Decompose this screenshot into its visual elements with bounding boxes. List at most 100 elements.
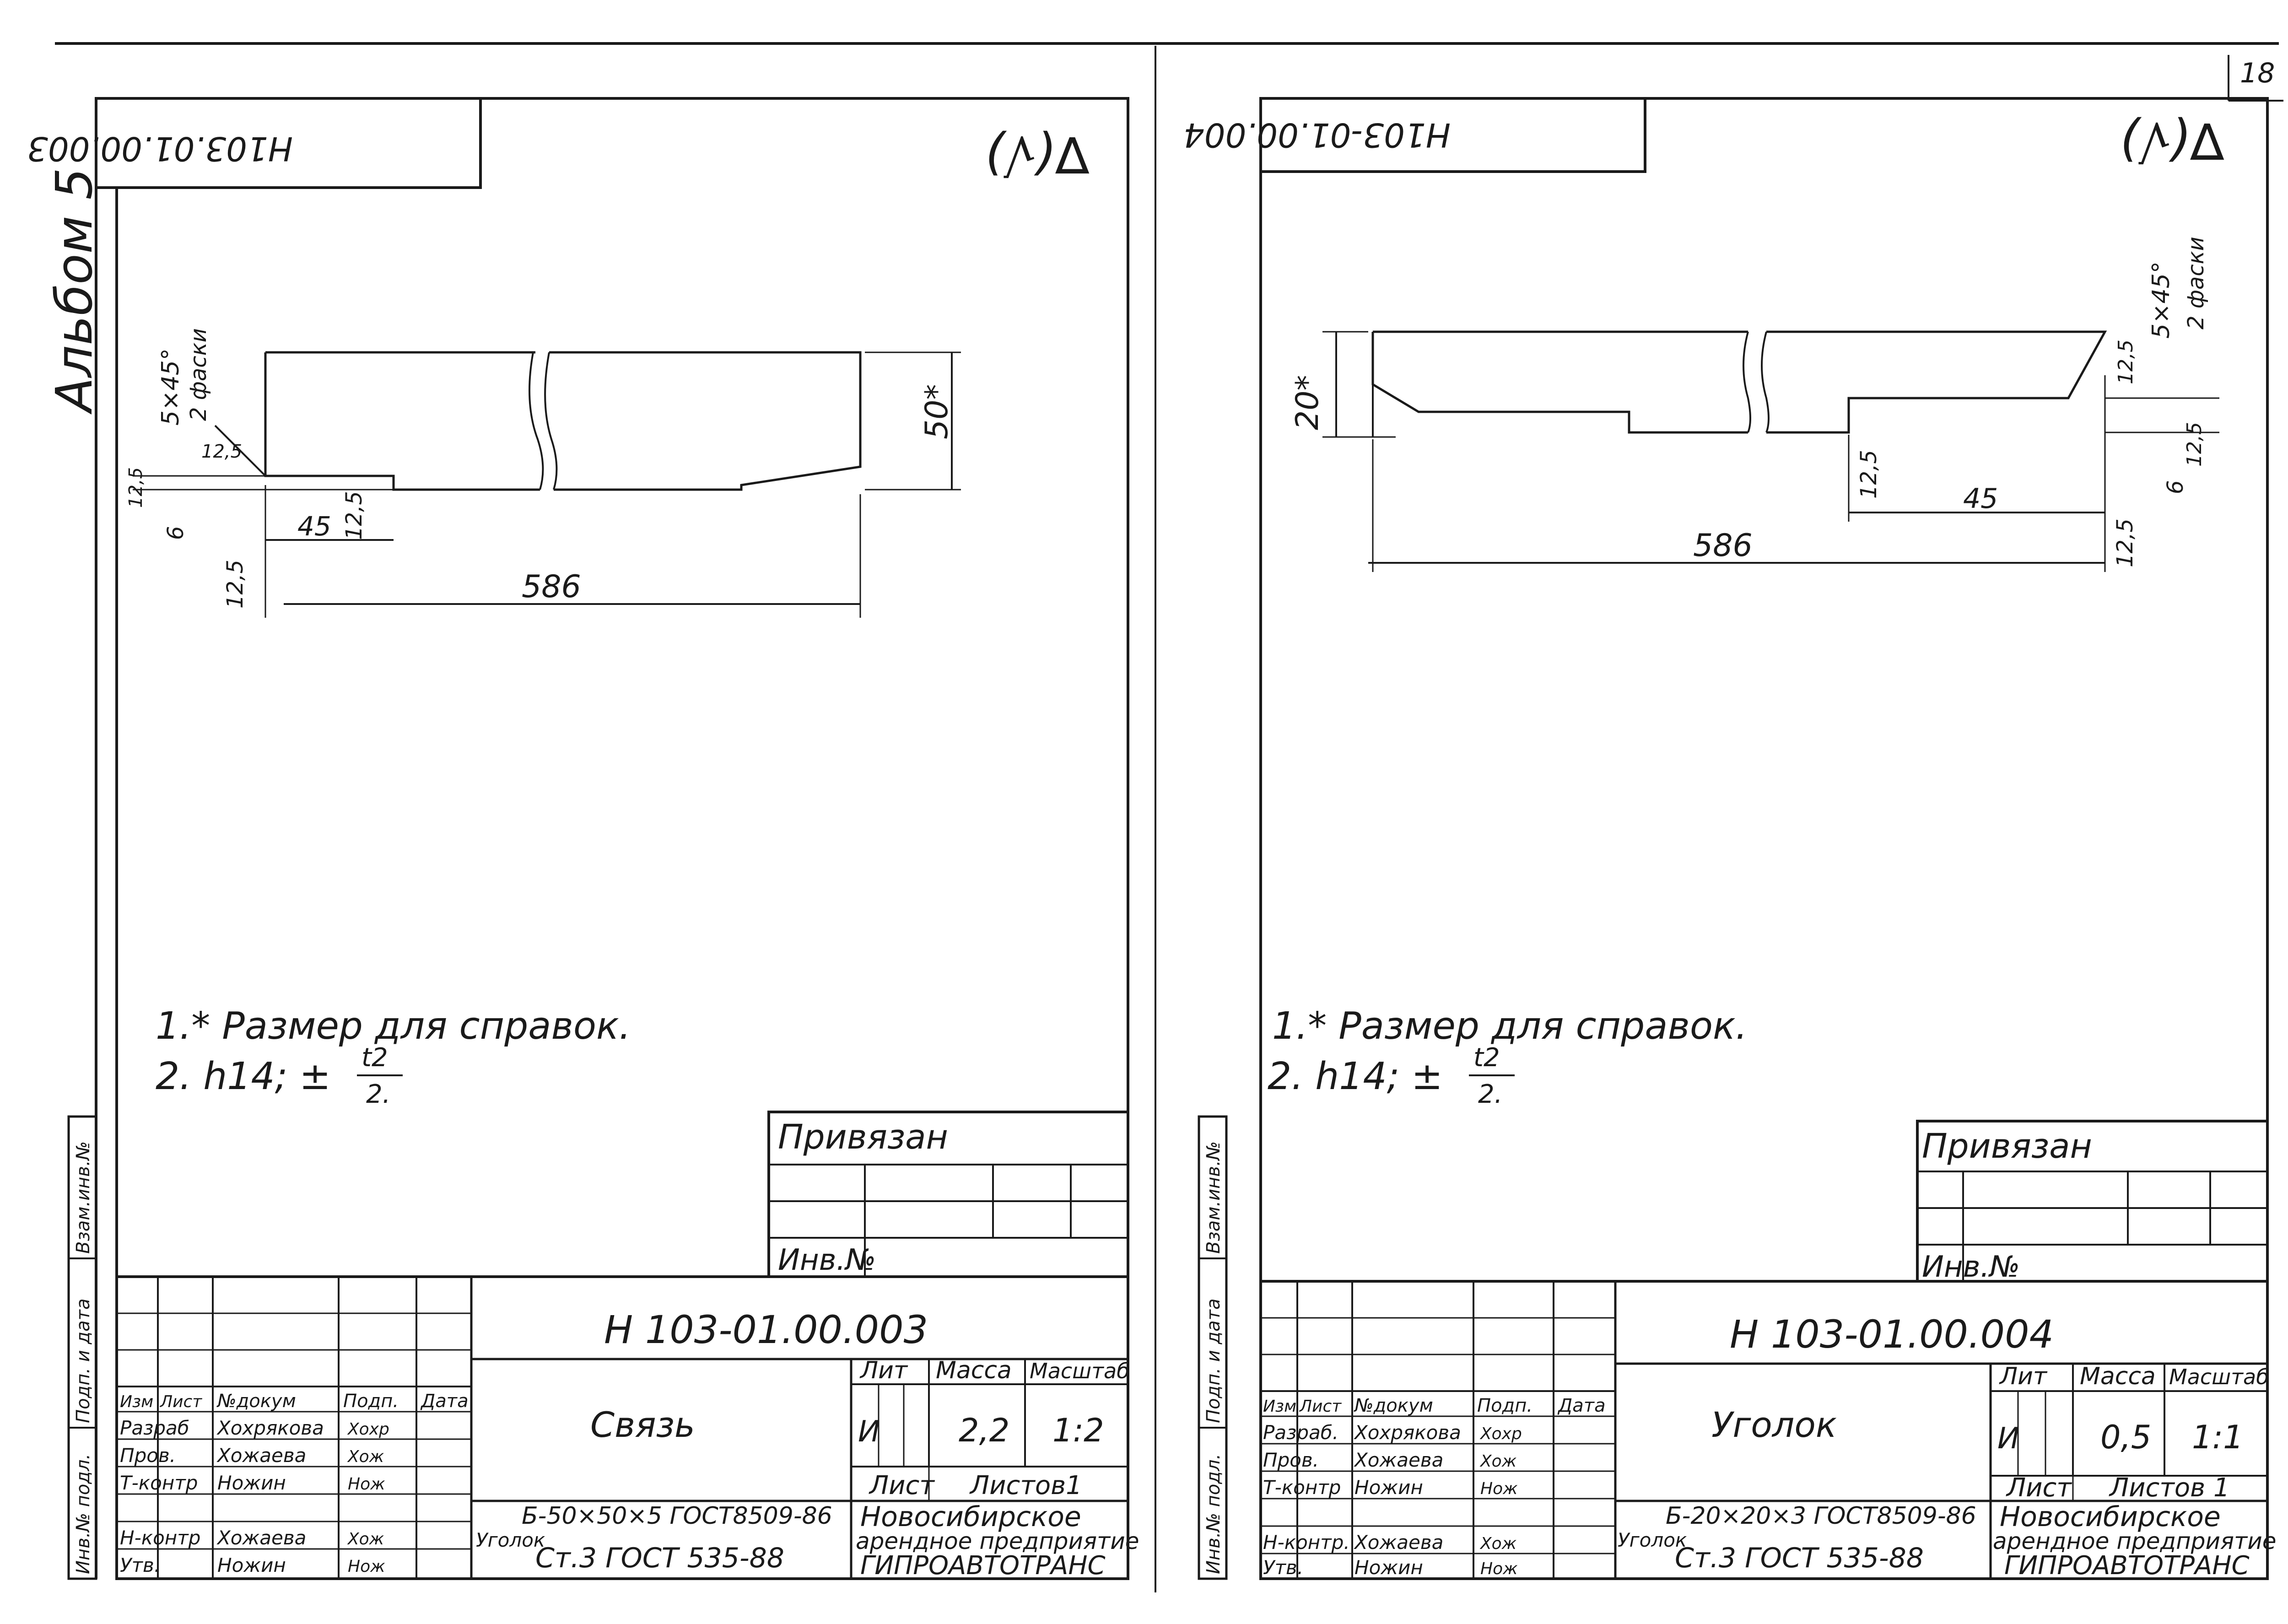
org2-1: арендное предприятие bbox=[856, 1528, 1139, 1554]
roughness-1: ∇(√) bbox=[984, 125, 1090, 184]
dim-length-1: 586 bbox=[522, 569, 581, 605]
role-2-1: Т-контр bbox=[120, 1472, 198, 1494]
name-0-1: Хохрякова bbox=[216, 1417, 324, 1439]
sign-0-2: Хохр bbox=[1479, 1424, 1522, 1443]
note-frac-num-1: t2 bbox=[362, 1043, 388, 1073]
side-vzam-1: Взам.инв.№ bbox=[73, 1141, 94, 1254]
material-line1-2: Б-20×20×3 ГОСТ8509-86 bbox=[1666, 1502, 1976, 1530]
role-5-2: Утв. bbox=[1263, 1556, 1303, 1579]
note-1-1: 1.* Размер для справок. bbox=[156, 1004, 631, 1048]
dim-seg-2: 45 bbox=[1963, 483, 1998, 515]
hdr-date-2: Дата bbox=[1557, 1395, 1606, 1416]
privyazan-1: Привязан bbox=[778, 1117, 948, 1157]
hdr-izm-2: Изм bbox=[1263, 1397, 1296, 1416]
page-number: 18 bbox=[2240, 57, 2275, 89]
material-prefix-2: Уголок bbox=[1618, 1529, 1687, 1551]
part-drawing-2 bbox=[1322, 330, 2219, 572]
mass-2: 0,5 bbox=[2100, 1419, 2151, 1456]
dim-r1-1: 12,5 bbox=[341, 491, 367, 540]
title-1: Связь bbox=[590, 1404, 695, 1445]
code-1: Н 103-01.00.003 bbox=[604, 1307, 928, 1352]
title-2: Уголок bbox=[1711, 1404, 1837, 1445]
mass-label-1: Масса bbox=[936, 1357, 1012, 1384]
sheet-2: Н103-01.00.004 ∇(√) 20* 586 45 12,5 12,5… bbox=[1183, 97, 2276, 1581]
name-4-1: Хожаева bbox=[216, 1527, 306, 1549]
lit-label-1: Лит bbox=[859, 1357, 908, 1384]
sign-4-1: Хож bbox=[347, 1530, 384, 1548]
material-line2-1: Ст.3 ГОСТ 535-88 bbox=[535, 1542, 784, 1574]
chamfer-note-1: 2 фаски bbox=[186, 328, 211, 421]
sign-5-1: Нож bbox=[348, 1557, 385, 1576]
name-5-1: Ножин bbox=[217, 1554, 286, 1576]
lit-value-1: И bbox=[858, 1415, 880, 1449]
material-line2-2: Ст.3 ГОСТ 535-88 bbox=[1675, 1542, 1924, 1574]
sheets-label-1: Листов1 bbox=[969, 1471, 1082, 1500]
note-2-1: 2. h14; ± bbox=[156, 1055, 331, 1098]
note-frac-den-1: 2. bbox=[366, 1079, 390, 1109]
hdr-izm-1: Изм bbox=[120, 1392, 153, 1411]
org1-2: Новосибирское bbox=[2000, 1501, 2221, 1533]
dim-r3-2: 12,5 bbox=[2183, 422, 2206, 467]
mass-1: 2,2 bbox=[959, 1412, 1009, 1449]
name-2-2: Ножин bbox=[1354, 1476, 1423, 1499]
dim-left-2: 12,5 bbox=[2114, 340, 2137, 384]
dim-length-2: 586 bbox=[1693, 528, 1753, 564]
sign-1-1: Хож bbox=[347, 1447, 384, 1466]
dim-seg-1: 45 bbox=[297, 511, 331, 542]
hdr-list-2: Лист bbox=[1299, 1397, 1342, 1416]
org3-1: ГИПРОАВТОТРАНС bbox=[860, 1551, 1106, 1581]
role-2-2: Т-контр bbox=[1263, 1476, 1341, 1499]
sheets-label-2: Листов 1 bbox=[2109, 1473, 2230, 1503]
inv-no-2: Инв.№ bbox=[1922, 1250, 2020, 1284]
dim-height-1: 50* bbox=[919, 384, 955, 439]
role-0-2: Разраб. bbox=[1263, 1421, 1338, 1444]
roughness-2: ∇(√) bbox=[2119, 112, 2224, 170]
name-0-2: Хохрякова bbox=[1354, 1421, 1461, 1444]
side-vzam-2: Взам.инв.№ bbox=[1203, 1141, 1224, 1254]
org1-1: Новосибирское bbox=[860, 1501, 1081, 1533]
stamp-code-2: Н103-01.00.004 bbox=[1183, 116, 1451, 154]
role-1-2: Пров. bbox=[1263, 1449, 1319, 1471]
role-4-2: Н-контр. bbox=[1263, 1531, 1350, 1554]
name-4-2: Хожаева bbox=[1354, 1531, 1443, 1554]
role-4-1: Н-контр bbox=[120, 1527, 200, 1549]
code-2: Н 103-01.00.004 bbox=[1730, 1312, 2054, 1357]
sign-2-1: Нож bbox=[348, 1475, 385, 1494]
name-2-1: Ножин bbox=[217, 1472, 286, 1494]
lit-value-2: И bbox=[1997, 1422, 2019, 1456]
note-2-2: 2. h14; ± bbox=[1268, 1055, 1443, 1098]
side-inv-2: Инв.№ подл. bbox=[1203, 1454, 1224, 1574]
hdr-sign-1: Подп. bbox=[343, 1391, 399, 1412]
sheet-label-2: Лист bbox=[2006, 1473, 2072, 1503]
side-inv-1: Инв.№ подл. bbox=[73, 1454, 94, 1574]
hdr-sign-2: Подп. bbox=[1477, 1395, 1533, 1416]
hdr-doc-1: №докум bbox=[216, 1391, 296, 1412]
org3-2: ГИПРОАВТОТРАНС bbox=[2004, 1551, 2250, 1581]
sign-0-1: Хохр bbox=[347, 1420, 389, 1439]
side-date-1: Подп. и дата bbox=[73, 1299, 94, 1423]
sign-2-2: Нож bbox=[1480, 1479, 1518, 1498]
name-1-1: Хожаева bbox=[216, 1444, 306, 1467]
hdr-list-1: Лист bbox=[159, 1392, 202, 1411]
role-0-1: Разраб bbox=[120, 1417, 189, 1439]
material-prefix-1: Уголок bbox=[476, 1529, 545, 1551]
side-date-2: Подп. и дата bbox=[1203, 1299, 1224, 1423]
part-drawing-1 bbox=[133, 351, 961, 618]
inv-no-1: Инв.№ bbox=[778, 1243, 876, 1277]
material-line1-1: Б-50×50×5 ГОСТ8509-86 bbox=[522, 1502, 832, 1530]
dim-r2-2: 12,5 bbox=[2112, 518, 2138, 567]
dim-thick-1: 6 bbox=[163, 526, 189, 540]
hdr-date-1: Дата bbox=[420, 1391, 469, 1412]
dim-r3-1: 12,5 bbox=[201, 441, 242, 462]
stamp-code-1: Н103.01.00.003 bbox=[27, 129, 293, 168]
name-1-2: Хожаева bbox=[1354, 1449, 1443, 1471]
sign-4-2: Хож bbox=[1479, 1534, 1517, 1553]
dim-height-2: 20* bbox=[1290, 375, 1326, 430]
sheet-1: Н103.01.00.003 ∇(√) 50* 586 45 12,5 12,5… bbox=[27, 97, 1139, 1581]
note-frac-num-2: t2 bbox=[1473, 1043, 1500, 1073]
hdr-doc-2: №докум bbox=[1354, 1395, 1433, 1416]
chamfer-note-2: 2 фаски bbox=[2183, 237, 2209, 329]
chamfer-2: 5×45° bbox=[2148, 261, 2175, 339]
sheet-label-1: Лист bbox=[869, 1471, 935, 1500]
